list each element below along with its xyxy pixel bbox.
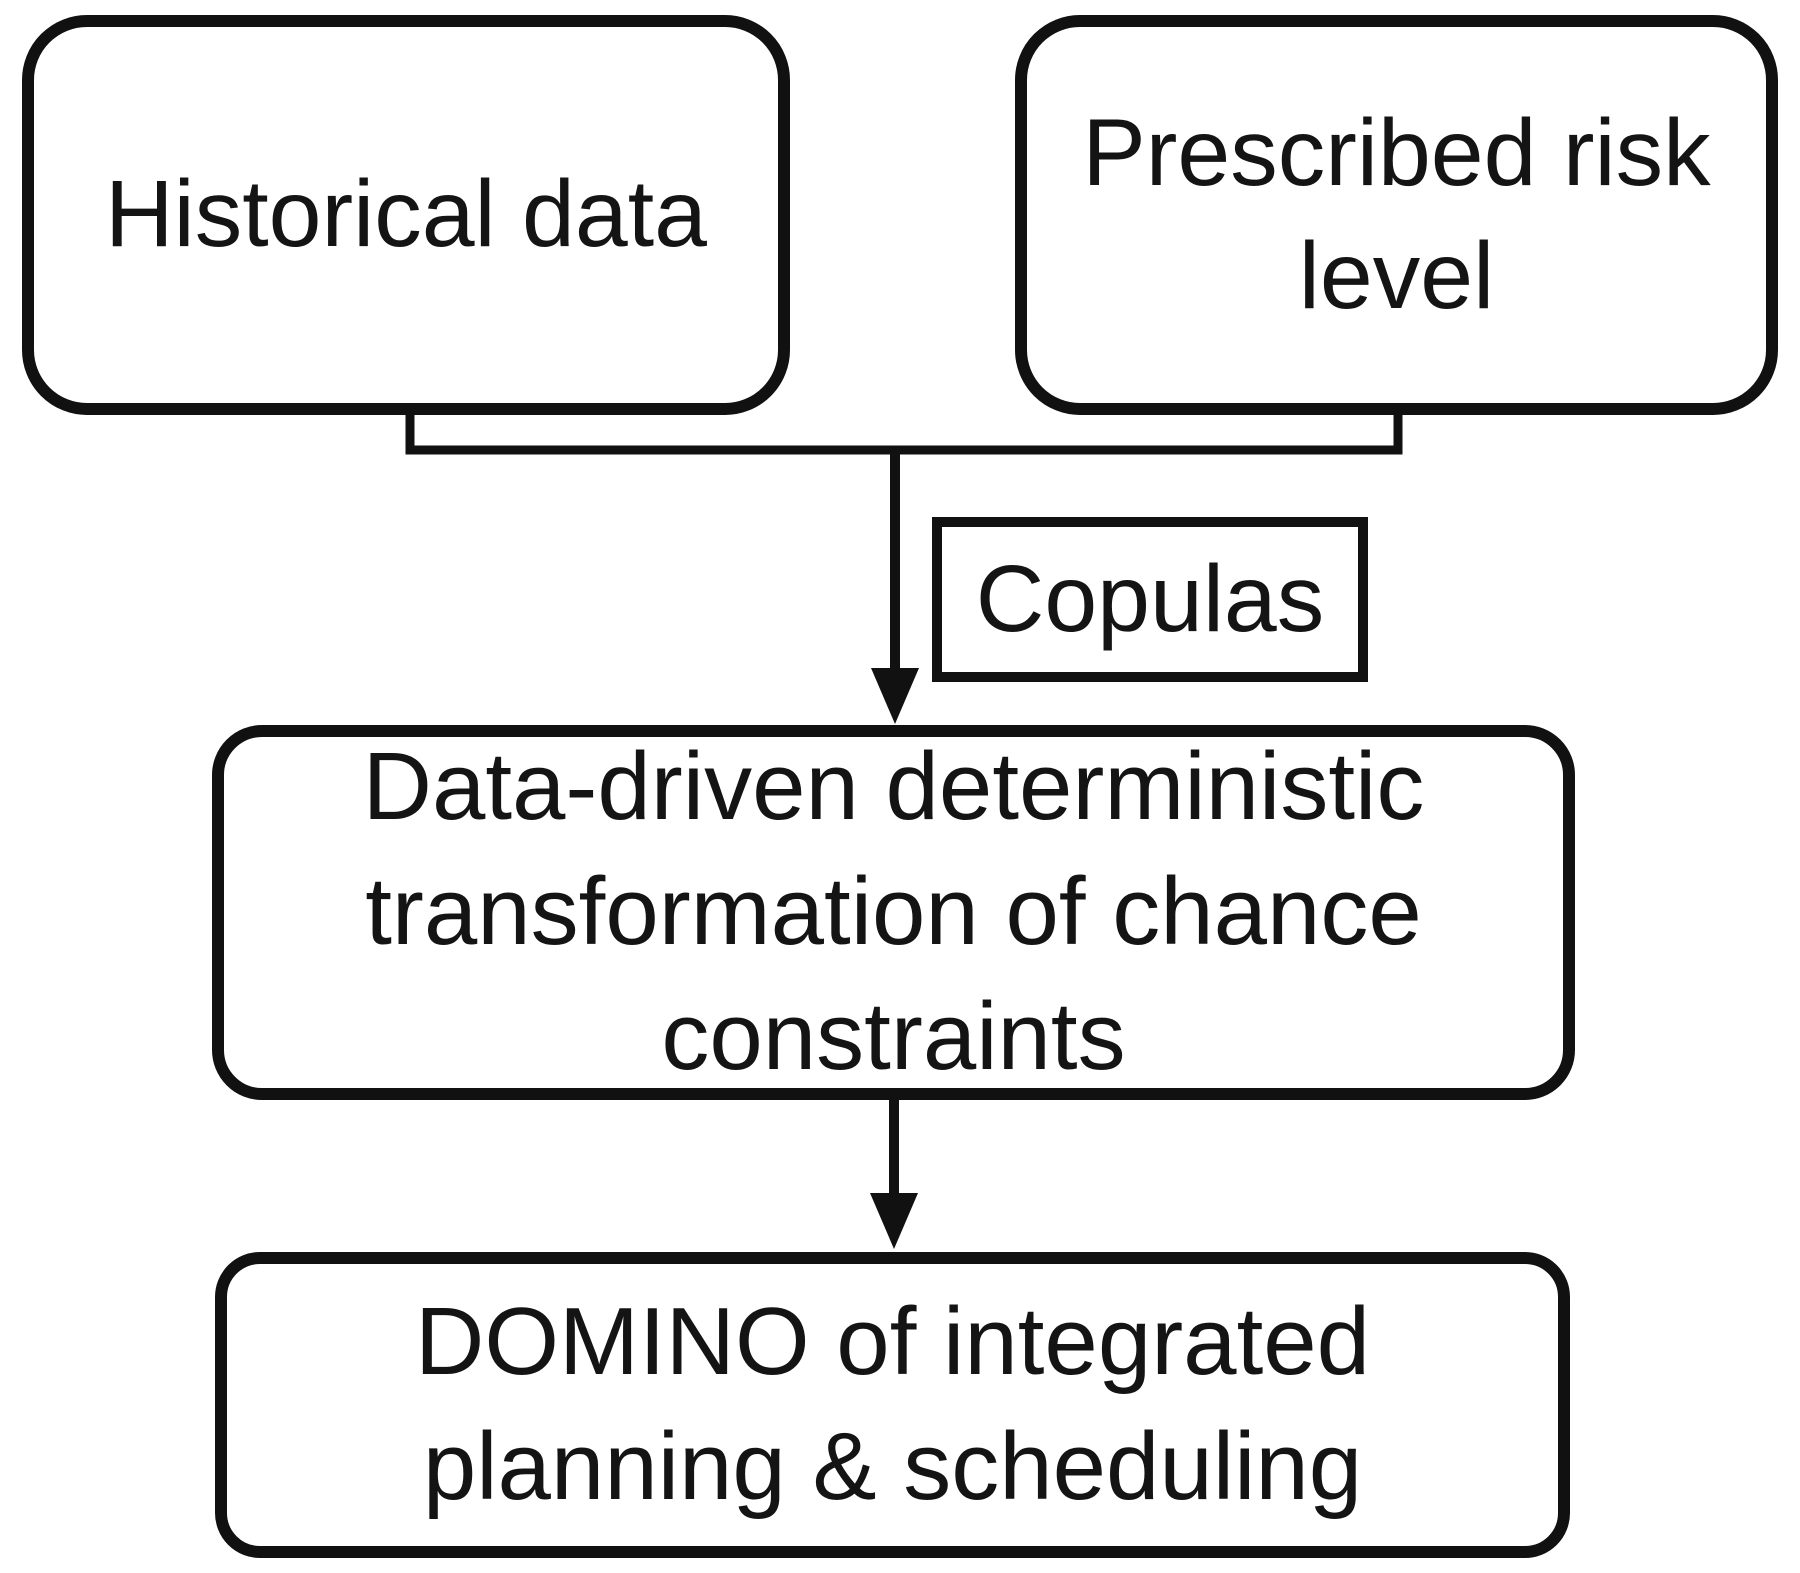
arrowhead-down-icon — [871, 668, 919, 724]
node-label-line: Copulas — [975, 546, 1325, 653]
node-label-line: Historical data — [105, 161, 707, 268]
node-label-line: DOMINO of integrated — [414, 1288, 1371, 1396]
node-label-line: planning & scheduling — [422, 1413, 1363, 1520]
node-prescribed-risk-level: Prescribed risk level — [1015, 15, 1778, 415]
node-label-line: Data-driven deterministic — [362, 733, 1425, 841]
node-data-driven-transformation: Data-driven deterministic transformation… — [212, 725, 1575, 1100]
node-label-line: transformation of chance — [365, 858, 1422, 966]
merge-bracket-connector — [405, 410, 1403, 455]
arrowhead-down-icon — [870, 1193, 918, 1249]
edge-label-copulas: Copulas — [932, 517, 1368, 682]
node-domino-planning-scheduling: DOMINO of integrated planning & scheduli… — [215, 1252, 1570, 1558]
node-historical-data: Historical data — [22, 15, 790, 415]
node-label-line: constraints — [661, 982, 1126, 1090]
node-label-line: level — [1298, 223, 1495, 329]
node-label-line: Prescribed risk — [1082, 99, 1711, 206]
